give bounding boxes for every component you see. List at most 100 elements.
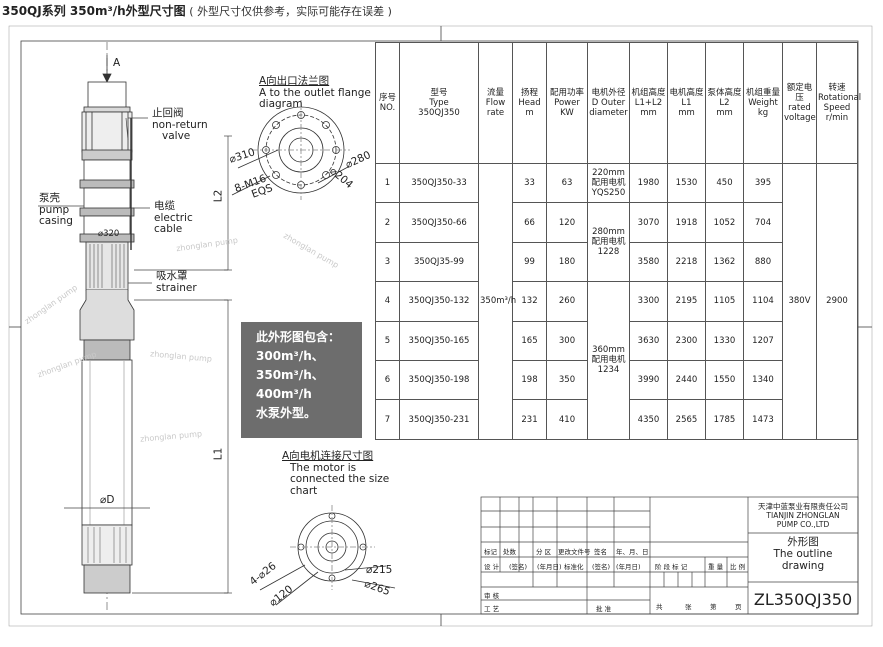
drawing-name: 外形图 The outline drawing	[748, 536, 858, 572]
cell-weight: 1104	[743, 281, 783, 322]
cell-power: 63	[546, 162, 588, 204]
cell-pump-height: 1550	[705, 359, 744, 401]
tb-rev-doc: 更改文件号	[558, 548, 591, 556]
cell-type: 350QJ350-132	[399, 281, 479, 322]
tb-rev-sign: 签名	[594, 548, 607, 556]
cell-type: 350QJ350-231	[399, 399, 479, 440]
drawing-code: ZL350QJ350	[753, 590, 853, 609]
table-row: 7 350QJ350-231 231 410 4350 2565 1785 14…	[375, 399, 858, 440]
cell-head: 66	[512, 202, 547, 243]
cell-pump-height: 1330	[705, 320, 744, 361]
flange-view-title-en2: diagram	[259, 98, 303, 110]
strainer-en: strainer	[156, 281, 197, 294]
tb-sheets-unit: 张	[685, 603, 692, 611]
cell-speed: 2900	[816, 163, 858, 440]
cell-head: 231	[512, 399, 547, 440]
drawing-name-en2: drawing	[781, 560, 825, 572]
cell-motor-height: 2218	[667, 241, 706, 283]
cell-power: 180	[546, 241, 588, 283]
cell-total-height: 4350	[629, 399, 668, 440]
motor-view-title-cn: A向电机连接尺寸图	[282, 450, 374, 462]
cell-total-height: 3990	[629, 359, 668, 401]
note-box: 此外形图包含： 300m³/h、 350m³/h、 400m³/h 水泵外型。	[241, 322, 362, 438]
cell-no: 4	[375, 281, 400, 322]
tb-rev-date: 年、月、日	[616, 548, 649, 556]
motor-view-title-en3: chart	[290, 484, 318, 497]
cell-motor-height: 2300	[667, 320, 706, 361]
check-valve-label: 止回阀 non-return valve	[152, 107, 208, 143]
cell-pump-height: 1052	[705, 202, 744, 243]
company-name-cn: 天津中蓝泵业有限责任公司	[758, 502, 848, 511]
electric-cable-en1: electric	[154, 211, 193, 224]
note-line: 300m³/h、	[256, 349, 324, 363]
dim-l2: L2	[212, 189, 225, 203]
tb-page: 页	[735, 603, 742, 611]
drawing-name-en1: The outline	[773, 548, 833, 560]
cell-flow: 350m³/h	[478, 163, 516, 440]
cell-power: 260	[546, 281, 588, 322]
table-row: 3 350QJ35-99 99 180 3580 2218 1362 880	[375, 241, 858, 283]
electric-cable-cn: 电缆	[154, 200, 175, 212]
cell-no: 7	[375, 399, 400, 440]
tb-rev-zone: 分 区	[536, 548, 552, 556]
tb-design-date: (年月日)	[537, 563, 562, 571]
cell-type: 350QJ350-33	[399, 162, 479, 204]
tb-rev-count: 处数	[503, 548, 516, 556]
flange-view-title-cn: A向出口法兰图	[259, 75, 330, 87]
pump-casing-label: 泵壳 pump casing	[39, 192, 73, 228]
cell-weight: 880	[743, 241, 783, 283]
pump-casing-cn: 泵壳	[39, 192, 60, 204]
cell-no: 6	[375, 359, 400, 401]
cell-no: 3	[375, 241, 400, 283]
company-name: 天津中蓝泵业有限责任公司 TIANJIN ZHONGLAN PUMP CO.,L…	[748, 502, 858, 529]
flange-view-title: A向出口法兰图 A to the outlet flange diagram	[259, 75, 371, 111]
electric-cable-en2: cable	[154, 223, 183, 235]
cell-pump-height: 1105	[705, 281, 744, 322]
cell-weight: 704	[743, 202, 783, 243]
dim-phi-d: ⌀D	[100, 494, 115, 506]
cell-power: 120	[546, 202, 588, 243]
check-valve-cn: 止回阀	[152, 107, 184, 119]
cell-type: 350QJ350-198	[399, 359, 479, 401]
cell-type: 350QJ35-99	[399, 241, 479, 283]
cell-power: 410	[546, 399, 588, 440]
cell-type: 350QJ350-165	[399, 320, 479, 361]
motor-view	[259, 505, 396, 606]
tb-review: 审 核	[484, 592, 500, 600]
check-valve-en2: valve	[162, 130, 191, 142]
tb-design: 设 计	[484, 563, 500, 571]
cell-weight: 1473	[743, 399, 783, 440]
flange-view-title-en1: A to the outlet flange	[259, 86, 371, 99]
tb-rev-mark: 标记	[484, 548, 497, 556]
table-row: 5 350QJ350-165 165 300 3630 2300 1330 12…	[375, 320, 858, 361]
cell-total-height: 3580	[629, 241, 668, 283]
company-name-en1: TIANJIN ZHONGLAN	[766, 511, 840, 520]
cell-motor-height: 1918	[667, 202, 706, 243]
tb-process: 工 艺	[484, 605, 500, 613]
note-line: 350m³/h、	[256, 368, 324, 382]
dim-l1: L1	[212, 447, 225, 461]
cell-head: 198	[512, 359, 547, 401]
outer-frame	[8, 25, 873, 627]
arrow-a-label: A	[113, 57, 121, 69]
check-valve-en1: non-return	[152, 118, 208, 131]
cell-pump-height: 1362	[705, 241, 744, 283]
pump-body	[79, 42, 135, 612]
note-line: 此外形图包含：	[256, 330, 341, 344]
cell-weight: 1340	[743, 359, 783, 401]
